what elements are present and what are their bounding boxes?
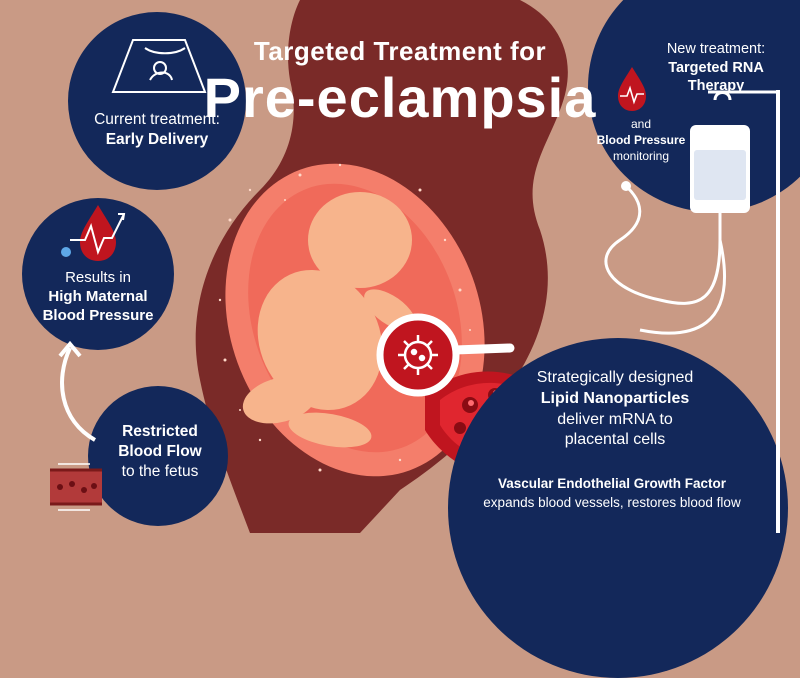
new-treatment-text: New treatment: Targeted RNA Therapy bbox=[644, 40, 788, 96]
sparkles bbox=[218, 163, 471, 472]
new-treatment-bp-rest: monitoring bbox=[612, 149, 670, 164]
nanoparticle-line1: Strategically designed bbox=[536, 369, 694, 386]
title-line1: Targeted Treatment for bbox=[253, 36, 547, 66]
blood-drop-icon bbox=[61, 205, 126, 261]
current-treatment-label: Current treatment: bbox=[94, 111, 220, 128]
current-treatment-value: Early Delivery bbox=[105, 130, 209, 148]
vegf-bold: Vascular Endothelial Growth Factor bbox=[497, 476, 727, 491]
new-treatment-and: and bbox=[630, 117, 652, 131]
current-treatment-circle bbox=[68, 12, 246, 190]
new-blood-drop-icon bbox=[618, 67, 646, 111]
title-line2: Pre-eclampsia bbox=[203, 66, 597, 129]
nanoparticle-text: Strategically designed Lipid Nanoparticl… bbox=[510, 368, 720, 451]
magnifier-icon bbox=[376, 313, 515, 397]
nanoparticle-line4: placental cells bbox=[564, 431, 666, 449]
maternal-bp-bold2: Blood Pressure bbox=[42, 307, 154, 325]
bp-monitoring-text: and Blood Pressure monitoring bbox=[588, 116, 694, 165]
maternal-bp-bold1: High Maternal bbox=[48, 288, 148, 306]
iv-bag-icon bbox=[604, 90, 780, 533]
nanoparticle-icon bbox=[398, 335, 438, 375]
restricted-flow-circle bbox=[88, 386, 228, 526]
new-treatment-value2: Therapy bbox=[687, 78, 745, 95]
new-treatment-label: New treatment: bbox=[666, 41, 766, 57]
vessel-strip-icon bbox=[50, 463, 102, 511]
restricted-rest: to the fetus bbox=[121, 462, 199, 480]
ultrasound-icon bbox=[111, 39, 207, 93]
maternal-bp-line1: Results in bbox=[65, 269, 131, 286]
vegf-text: Vascular Endothelial Growth Factor expan… bbox=[452, 475, 772, 513]
nanoparticle-line3: deliver mRNA to bbox=[557, 410, 673, 428]
infographic: Targeted Treatment for Pre-eclampsia Cur… bbox=[22, 0, 800, 678]
overlay-art bbox=[50, 39, 780, 533]
new-treatment-value1: Targeted RNA bbox=[668, 59, 764, 76]
new-treatment-bp-bold: Blood Pressure bbox=[596, 133, 686, 148]
maternal-bp-text: Results in High Maternal Blood Pressure bbox=[26, 268, 170, 326]
restricted-flow-text: Restricted Blood Flow to the fetus bbox=[96, 422, 224, 481]
current-treatment-text: Current treatment: Early Delivery bbox=[72, 110, 242, 150]
progress-arrow-icon bbox=[58, 340, 97, 442]
restricted-bold2: Blood Flow bbox=[118, 442, 202, 460]
fetus-illustration bbox=[242, 192, 416, 448]
nanoparticle-bold: Lipid Nanoparticles bbox=[540, 389, 690, 407]
restricted-bold1: Restricted bbox=[122, 423, 198, 440]
vegf-rest: expands blood vessels, restores blood fl… bbox=[483, 494, 741, 510]
